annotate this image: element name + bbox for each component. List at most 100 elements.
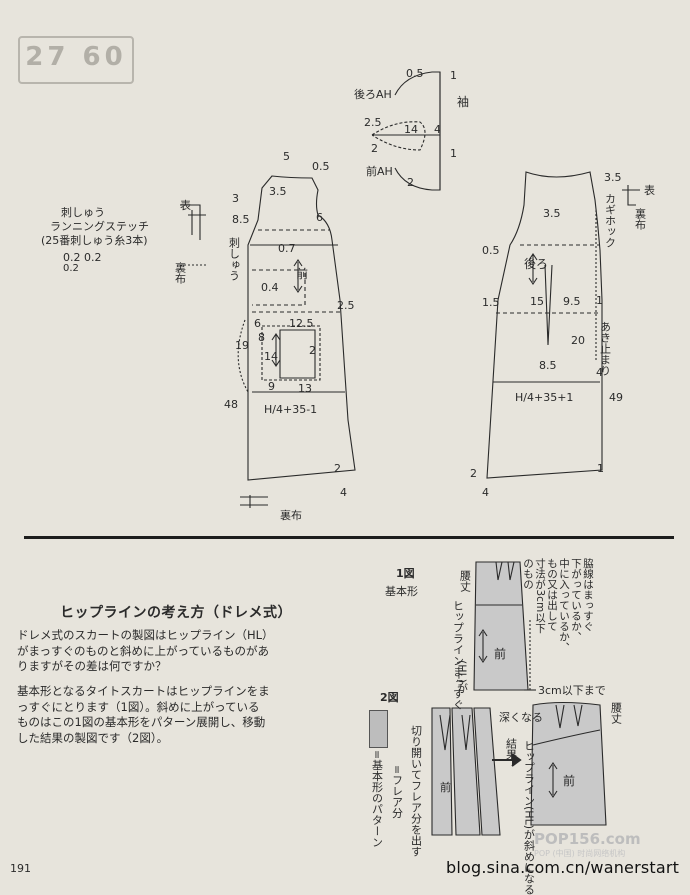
back-h4: H/4+35+1 [515, 391, 574, 404]
label-front-ah: 前AH [366, 165, 393, 178]
fig1-note6: のもの [522, 558, 535, 590]
fig1-note1: 脇線はまっすぐ [582, 558, 595, 632]
front-n25: 2.5 [337, 299, 355, 312]
front-n14: 14 [264, 350, 278, 363]
fig2-result: 結果 [504, 738, 518, 760]
sleeve-n2a: 2 [371, 142, 378, 155]
source-url: blog.sina.com.cn/wanerstart [446, 858, 680, 877]
back-n35: 3.5 [604, 171, 622, 184]
sleeve-n1a: 1 [450, 69, 457, 82]
sleeve-n1b: 1 [450, 147, 457, 160]
fig2-deeper: 深くなる [499, 711, 543, 724]
para2-line4: した結果の製図です（2図）。 [17, 730, 169, 745]
fig1-note2: 下がっているか、 [570, 558, 583, 642]
back-n05: 0.5 [482, 244, 500, 257]
fig1-skirt [473, 561, 529, 691]
page-badge: 27 60 [18, 36, 134, 84]
back-n35b: 3.5 [543, 207, 561, 220]
base-pattern-swatch [369, 710, 388, 748]
sleeve-n05: 0.5 [406, 67, 424, 80]
back-n4: 4 [596, 366, 603, 379]
embroidery-omote: 表 [180, 199, 191, 212]
article-para1: ドレメ式のスカートの製図はヒップライン（HL） がまっすぐのものと斜めに上がって… [17, 628, 337, 675]
fig1-hl-label: (HL)が [455, 660, 469, 694]
label-front: 前 [296, 267, 309, 281]
embroidery-spec2: 0.2 [63, 263, 79, 274]
back-n4b: 4 [482, 486, 489, 499]
embroidery-line3: (25番刺しゅう糸3本) [41, 234, 148, 247]
back-n85: 8.5 [539, 359, 557, 372]
back-n1: 1 [596, 294, 603, 307]
fig1-under3: 3cm以下まで [538, 684, 606, 697]
front-n4: 4 [340, 486, 347, 499]
back-n20: 20 [571, 334, 585, 347]
fig1-note5: 寸法が3cm以下 [534, 558, 547, 634]
back-n15b: 15 [530, 295, 544, 308]
article-para2: 基本形となるタイトスカートはヒップラインをま っすぐにとります（1図）。斜めに上… [17, 684, 337, 746]
front-n13: 13 [298, 382, 312, 395]
sleeve-n14: 14 [404, 123, 418, 136]
front-h4: H/4+35-1 [264, 403, 318, 416]
sleeve-n2b: 2 [407, 176, 414, 189]
fig1-waist: 腰丈 [458, 570, 472, 592]
front-n2b: 2 [334, 462, 341, 475]
fig2-legend1: =基本形のパターン [370, 750, 384, 848]
page-number: 191 [10, 862, 31, 875]
front-n19: 19 [235, 339, 249, 352]
para2-line2: っすぐにとります（1図）。斜めに上がっている [17, 699, 260, 714]
front-n35: 3.5 [269, 185, 287, 198]
fig2-title: 2図 [380, 691, 399, 704]
back-n2: 2 [470, 467, 477, 480]
back-n15: 1.5 [482, 296, 500, 309]
watermark: POP156.com [534, 830, 641, 848]
front-n85: 8.5 [232, 213, 250, 226]
label-back-ah: 後ろAH [354, 88, 392, 101]
fig1-subtitle: 基本形 [385, 585, 418, 598]
label-hook: カギホック [603, 193, 617, 248]
label-back: 後ろ [524, 257, 549, 271]
sleeve-n25: 2.5 [364, 116, 382, 129]
front-n6: 6 [316, 211, 323, 224]
front-n3: 3 [232, 192, 239, 205]
front-n48: 48 [224, 398, 238, 411]
front-n9: 9 [268, 380, 275, 393]
back-n49: 49 [609, 391, 623, 404]
fig1-hl-straight: ヒップラインまっすぐ [451, 600, 465, 710]
fig1-note4: もの又は出して [546, 558, 559, 632]
embroidery-vertical: 刺しゅう [227, 237, 241, 281]
label-opening: あき止まり [598, 321, 612, 376]
fig2-legend2: =フレア分 [390, 765, 404, 819]
fig2-cut-open: 切り開いてフレア分を出す [409, 725, 423, 857]
para1-line2: がまっすぐのものと斜めに上がっているものがあ [17, 643, 269, 658]
para1-line1: ドレメ式のスカートの製図はヒップライン（HL） [17, 628, 274, 642]
embroidery-spec: 0.2 0.2 [63, 251, 102, 264]
back-n1b: 1 [597, 462, 604, 475]
section-divider [24, 536, 674, 539]
front-n2: 2 [309, 344, 316, 357]
front-n6b: 6 [254, 317, 261, 330]
label-sleeve: 袖 [457, 95, 470, 109]
fig2-front: 前 [440, 781, 451, 794]
front-n5: 5 [283, 150, 290, 163]
para1-line3: りますがその差は何ですか？ [17, 659, 167, 673]
embroidery-title: 刺しゅう [61, 206, 105, 219]
fig2-hl-diag: ヒップライン(HL)が斜めになる [522, 740, 536, 895]
front-n04: 0.4 [261, 281, 279, 294]
fig2-waist: 腰丈 [609, 702, 623, 724]
front-n8: 8 [258, 331, 265, 344]
back-bodice-outline [486, 171, 603, 479]
para2-line3: ものはこの1図の基本形をパターン展開し、移動 [17, 715, 266, 729]
embroidery-lining: 裏布 [173, 262, 187, 284]
sleeve-n4: 4 [434, 123, 441, 136]
watermark-sub: POP (中国) 时尚网络机构 [534, 849, 626, 858]
fig1-note3: 中に入っているか、 [558, 558, 571, 653]
para2-line1: 基本形となるタイトスカートはヒップラインをま [17, 684, 270, 698]
front-bodice-outline [247, 175, 356, 481]
article-title: ヒップラインの考え方（ドレメ式） [60, 605, 292, 621]
embroidery-line2: ランニングステッチ [50, 220, 149, 233]
fig2-front2: 前 [563, 774, 576, 788]
back-lining: 裏布 [633, 208, 647, 230]
front-n125: 12.5 [289, 317, 314, 330]
fig1-title: 1図 [396, 567, 415, 580]
